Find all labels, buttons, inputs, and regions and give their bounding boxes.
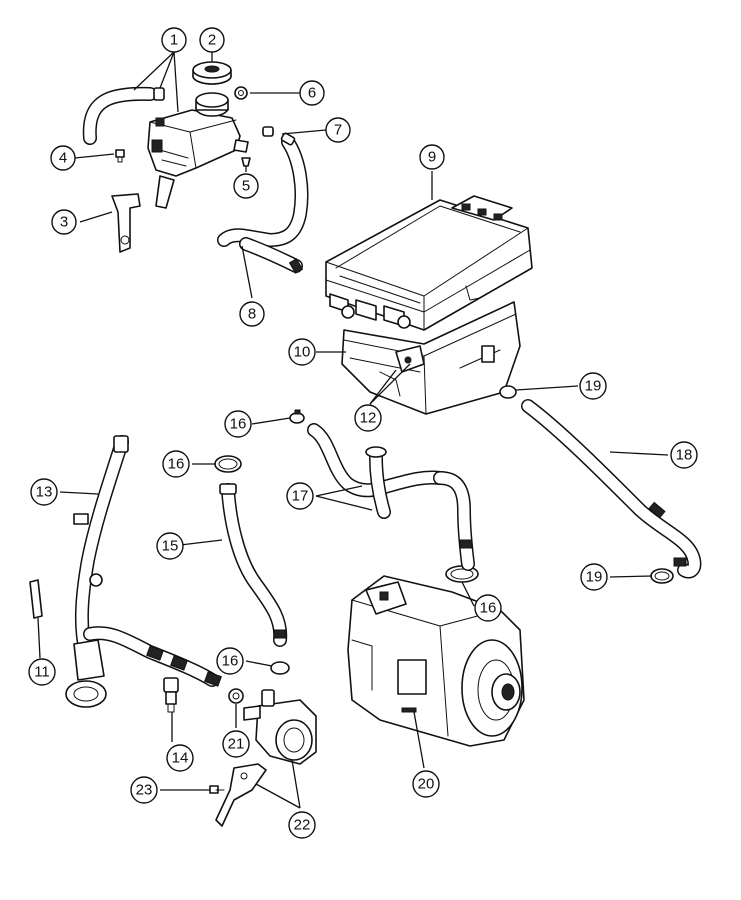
svg-text:21: 21 <box>228 736 245 753</box>
callout-7: 7 <box>325 117 351 143</box>
part-22-water-pump <box>215 689 317 827</box>
callout-19b: 19 <box>580 563 608 591</box>
callout-19a: 19 <box>579 372 607 400</box>
callout-5: 5 <box>233 173 259 199</box>
svg-text:16: 16 <box>480 600 497 617</box>
svg-text:7: 7 <box>334 122 342 139</box>
callout-23: 23 <box>130 776 158 804</box>
svg-text:13: 13 <box>36 484 53 501</box>
svg-text:15: 15 <box>162 538 179 555</box>
svg-text:19: 19 <box>585 378 602 395</box>
callout-15: 15 <box>156 532 184 560</box>
callout-2: 2 <box>199 27 225 53</box>
svg-text:3: 3 <box>60 214 68 231</box>
part-13-hose-assembly <box>65 435 222 708</box>
svg-text:18: 18 <box>676 447 693 464</box>
svg-text:9: 9 <box>428 149 436 166</box>
part-16-clamp-c <box>270 661 290 675</box>
part-9-power-inverter <box>325 195 533 331</box>
svg-text:12: 12 <box>360 410 377 427</box>
callout-21: 21 <box>222 730 250 758</box>
part-1-reservoir-and-hose <box>82 86 249 209</box>
part-21-clamp <box>228 688 244 704</box>
svg-text:6: 6 <box>308 85 316 102</box>
callout-10: 10 <box>288 338 316 366</box>
leader-lines <box>37 51 669 809</box>
svg-text:22: 22 <box>294 817 311 834</box>
callout-11: 11 <box>28 658 56 686</box>
part-19-clamp-b <box>650 568 674 584</box>
callout-22: 22 <box>288 811 316 839</box>
part-18-hose <box>521 399 702 579</box>
callout-16b: 16 <box>162 450 190 478</box>
svg-text:14: 14 <box>172 750 189 767</box>
part-14-sensor <box>163 677 179 713</box>
callout-12: 12 <box>354 404 382 432</box>
part-17-y-hose <box>307 423 475 571</box>
svg-text:23: 23 <box>136 782 153 799</box>
svg-text:16: 16 <box>230 416 247 433</box>
callout-9: 9 <box>419 144 445 170</box>
part-11-strap <box>29 579 43 619</box>
callout-16a: 16 <box>224 410 252 438</box>
part-8-hose <box>217 126 309 274</box>
callout-8: 8 <box>239 301 265 327</box>
svg-text:4: 4 <box>59 150 67 167</box>
svg-text:20: 20 <box>418 776 435 793</box>
part-15-hose <box>219 483 288 647</box>
svg-text:17: 17 <box>292 488 309 505</box>
part-4-bolt <box>115 149 125 163</box>
svg-text:1: 1 <box>170 32 178 49</box>
svg-text:16: 16 <box>222 653 239 670</box>
part-19-clamp-a <box>499 385 517 399</box>
svg-text:2: 2 <box>208 32 216 49</box>
callout-17: 17 <box>286 482 314 510</box>
part-3-bracket <box>111 193 141 253</box>
part-6-nut <box>234 86 248 100</box>
callout-3: 3 <box>51 209 77 235</box>
svg-text:10: 10 <box>294 344 311 361</box>
svg-text:5: 5 <box>242 178 250 195</box>
part-16-clamp-a <box>289 409 305 424</box>
callout-1: 1 <box>161 27 187 53</box>
part-16-clamp-b <box>214 455 242 473</box>
callout-6: 6 <box>299 80 325 106</box>
callout-18: 18 <box>670 441 698 469</box>
callout-13: 13 <box>30 478 58 506</box>
callout-14: 14 <box>166 744 194 772</box>
part-2-reservoir-cap <box>192 61 232 85</box>
callout-16c: 16 <box>216 647 244 675</box>
callout-20: 20 <box>412 770 440 798</box>
svg-text:16: 16 <box>168 456 185 473</box>
part-5-screw <box>241 157 251 167</box>
callout-16d: 16 <box>474 594 502 622</box>
svg-text:19: 19 <box>586 569 603 586</box>
part-23-bolt <box>209 785 225 794</box>
svg-text:11: 11 <box>34 664 50 681</box>
svg-text:8: 8 <box>248 306 256 323</box>
callout-4: 4 <box>50 145 76 171</box>
